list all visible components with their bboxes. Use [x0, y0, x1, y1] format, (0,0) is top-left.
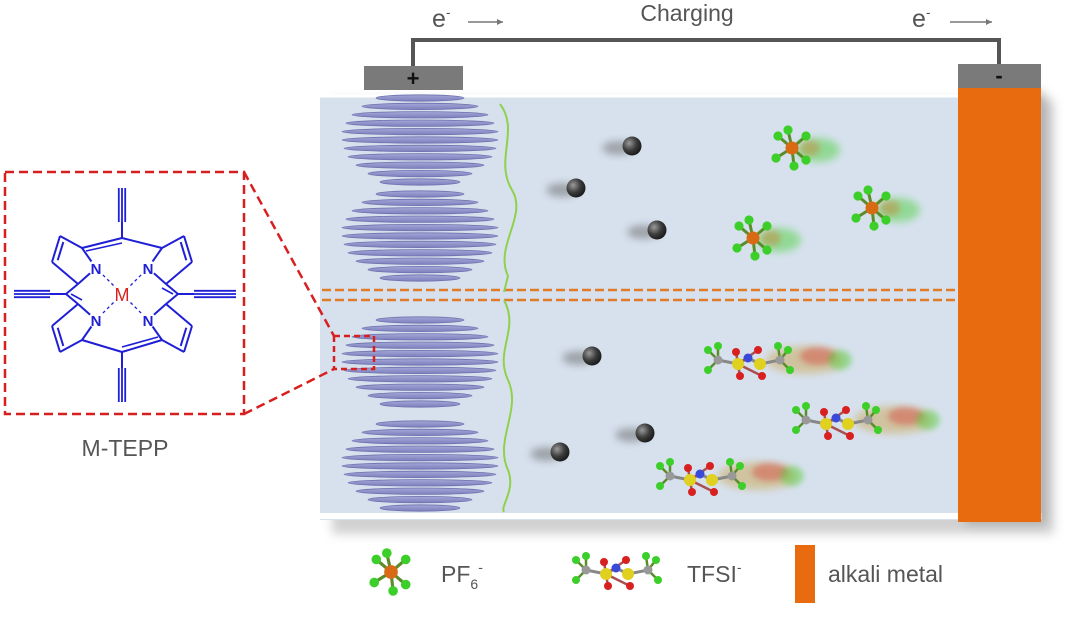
- cathode-porphyrin-stacks: [341, 94, 499, 512]
- porphyrin-layer: [347, 249, 493, 257]
- tfsi-icon: [572, 552, 662, 590]
- cathode-interface-line: [499, 103, 518, 513]
- porphyrin-layer: [351, 207, 489, 215]
- tfsi-anion: [792, 402, 940, 440]
- electrode-stack: [341, 316, 499, 408]
- nitrogen-atom-label: N: [91, 261, 102, 278]
- negative-terminal: [958, 64, 1041, 88]
- porphyrin-layer: [345, 341, 495, 349]
- alkali-cation: [546, 178, 586, 198]
- pf6-anion: [851, 185, 920, 231]
- tfsi-anion: [704, 342, 852, 380]
- porphyrin-layer: [341, 462, 499, 470]
- charging-label: Charging: [640, 0, 733, 26]
- alkali-metal-anode: [958, 88, 1041, 522]
- porphyrin-layer: [341, 358, 499, 366]
- porphyrin-layer: [379, 400, 461, 408]
- porphyrin-layer: [361, 428, 479, 436]
- porphyrin-layer: [375, 94, 465, 102]
- porphyrin-layer: [343, 240, 497, 248]
- porphyrin-layer: [355, 487, 485, 495]
- porphyrin-layer: [379, 178, 461, 186]
- porphyrin-layer: [343, 144, 497, 152]
- porphyrin-layer: [341, 224, 499, 232]
- ions-layer: [530, 125, 940, 496]
- porphyrin-layer: [341, 453, 499, 462]
- porphyrin-layer: [345, 215, 495, 223]
- zoom-line-bottom: [243, 367, 335, 416]
- porphyrin-layer: [361, 198, 479, 206]
- tfsi-anion: [656, 458, 804, 496]
- porphyrin-layer: [367, 265, 473, 274]
- electrode-stack: [341, 94, 499, 186]
- legend-alkali-metal-label: alkali metal: [828, 561, 943, 587]
- pf6-anion: [732, 215, 801, 261]
- separator: [322, 288, 958, 302]
- molecule-caption: M-TEPP: [82, 435, 169, 461]
- porphyrin-layer: [351, 333, 489, 341]
- porphyrin-layer: [345, 119, 495, 127]
- circuit-wire: [411, 38, 1001, 70]
- porphyrin-layer: [343, 470, 497, 478]
- zoom-origin-box: [332, 334, 376, 371]
- porphyrin-layer: [375, 190, 465, 198]
- porphyrin-layer: [351, 437, 489, 445]
- porphyrin-layer: [351, 111, 489, 119]
- nitrogen-atom-label: N: [143, 261, 154, 278]
- external-circuit: + - Charging e- e-: [364, 0, 1041, 91]
- nitrogen-atom-label: N: [143, 313, 154, 330]
- alkali-cation: [615, 423, 655, 443]
- electron-flow-right: e-: [912, 4, 992, 33]
- legend-tfsi-icon: [572, 552, 662, 590]
- porphyrin-layer: [375, 316, 465, 324]
- pf6-anion: [771, 125, 840, 171]
- alkali-cation: [562, 346, 602, 366]
- porphyrin-layer: [367, 170, 473, 178]
- porphyrin-layer: [341, 128, 499, 136]
- electrode-stack: [341, 420, 499, 512]
- legend: PF6- TFSI- alkali metal: [369, 545, 943, 603]
- electron-label-right: e-: [912, 4, 931, 33]
- legend-tfsi-label: TFSI-: [687, 559, 742, 587]
- porphyrin-layer: [347, 153, 493, 161]
- porphyrin-layer: [361, 324, 479, 332]
- porphyrin-layer: [375, 420, 465, 428]
- porphyrin-layer: [347, 479, 493, 487]
- porphyrin-layer: [367, 495, 473, 504]
- nitrogen-atom-label: N: [91, 313, 102, 330]
- porphyrin-layer: [341, 136, 499, 144]
- porphyrin-layer: [343, 366, 497, 374]
- porphyrin-layer: [341, 232, 499, 240]
- positive-terminal: [364, 66, 463, 90]
- alkali-cation: [530, 442, 570, 462]
- porphyrin-layer: [347, 375, 493, 383]
- battery-cell: [320, 88, 1054, 534]
- porphyrin-layer: [379, 504, 461, 512]
- alkali-cation: [627, 220, 667, 240]
- legend-pf6-icon: [369, 548, 411, 596]
- porphyrin-layer: [355, 383, 485, 391]
- positive-terminal-label: +: [407, 66, 420, 91]
- porphyrin-layer: [367, 391, 473, 400]
- m-tepp-molecule: N N N NM: [14, 188, 236, 402]
- zoom-line-top: [242, 171, 336, 337]
- negative-terminal-label: -: [995, 63, 1002, 88]
- legend-alkali-metal-swatch: [795, 545, 815, 603]
- pf6-icon: [369, 548, 411, 596]
- porphyrin-layer: [361, 102, 479, 111]
- alkali-cation: [602, 136, 642, 156]
- porphyrin-layer: [341, 349, 499, 358]
- metal-center-label: M: [115, 285, 130, 305]
- electron-flow-left: e-: [432, 4, 503, 33]
- electron-label-left: e-: [432, 4, 451, 33]
- porphyrin-layer: [379, 274, 461, 282]
- porphyrin-layer: [345, 445, 495, 453]
- legend-pf6-label: PF6-: [441, 559, 483, 592]
- porphyrin-layer: [355, 257, 485, 265]
- electrode-stack: [341, 190, 499, 282]
- porphyrin-layer: [355, 161, 485, 169]
